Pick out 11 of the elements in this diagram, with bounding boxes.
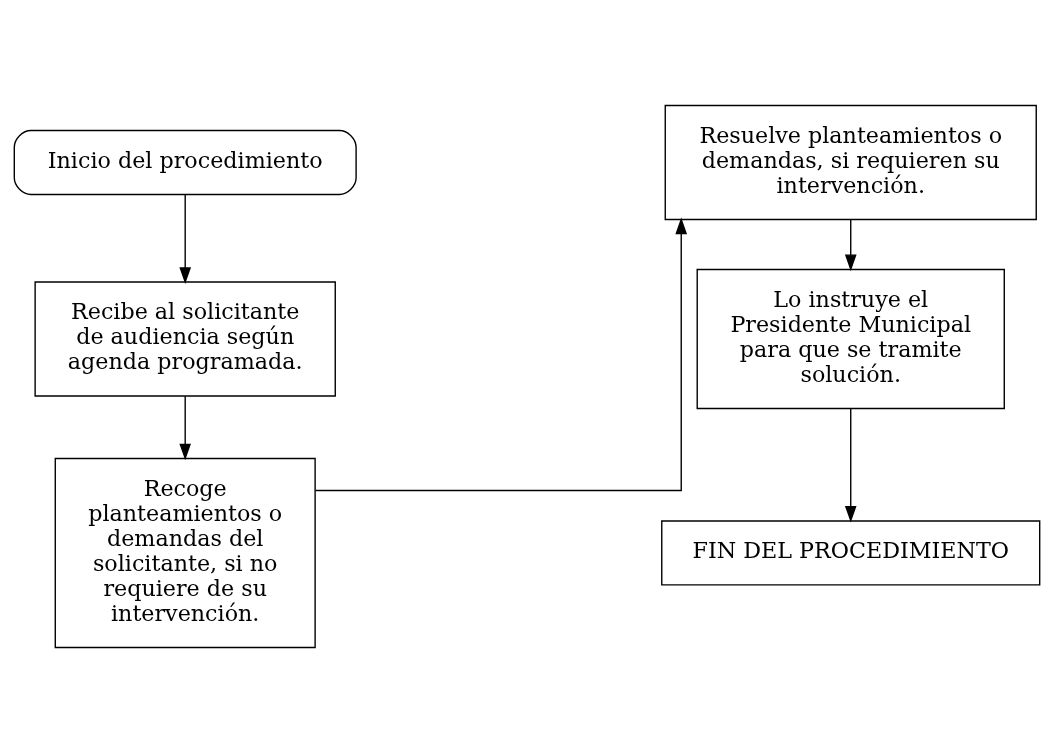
node-box: Recibe al solicitante de audiencia según agenda programada. bbox=[34, 280, 336, 397]
node-box: FIN DEL PROCEDIMIENTO bbox=[661, 519, 1041, 586]
node-box: Recoge planteamientos o demandas del solicitante, si no requiere de su intervención. bbox=[54, 457, 316, 648]
arrow bbox=[179, 395, 192, 460]
arrow bbox=[314, 217, 688, 491]
node-box: Lo instruye el Presidente Municipal para que se tramite solución. bbox=[696, 268, 1005, 409]
arrow bbox=[844, 218, 857, 271]
node-box: Resuelve planteamientos o demandas, si requieren su intervención. bbox=[664, 104, 1037, 220]
node-box: Inicio del procedimiento bbox=[13, 129, 357, 195]
arrow bbox=[179, 193, 192, 284]
arrow bbox=[844, 407, 857, 523]
